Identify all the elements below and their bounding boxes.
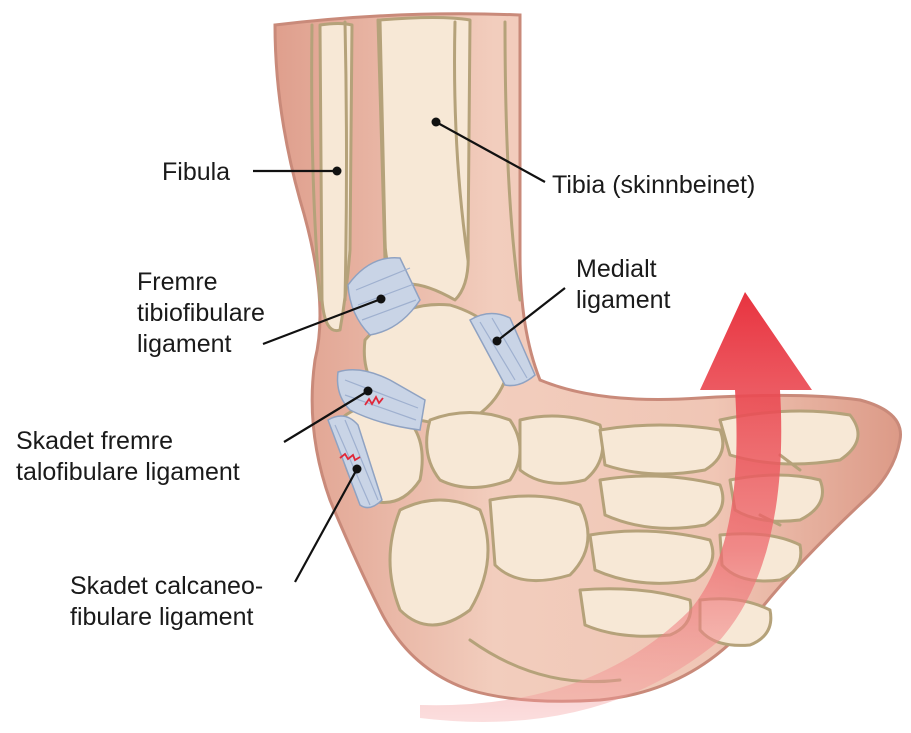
label-fremre-tibiofibulare: Fremre tibiofibulare ligament xyxy=(137,268,272,358)
label-tibia: Tibia (skinnbeinet) xyxy=(552,171,755,199)
label-fibula: Fibula xyxy=(162,158,230,186)
label-skadet-talofibulare: Skadet fremre talofibulare ligament xyxy=(16,427,240,486)
label-medialt-ligament: Medialt ligament xyxy=(576,255,671,314)
label-skadet-calcaneofibulare: Skadet calcaneo- fibulare ligament xyxy=(70,572,270,631)
